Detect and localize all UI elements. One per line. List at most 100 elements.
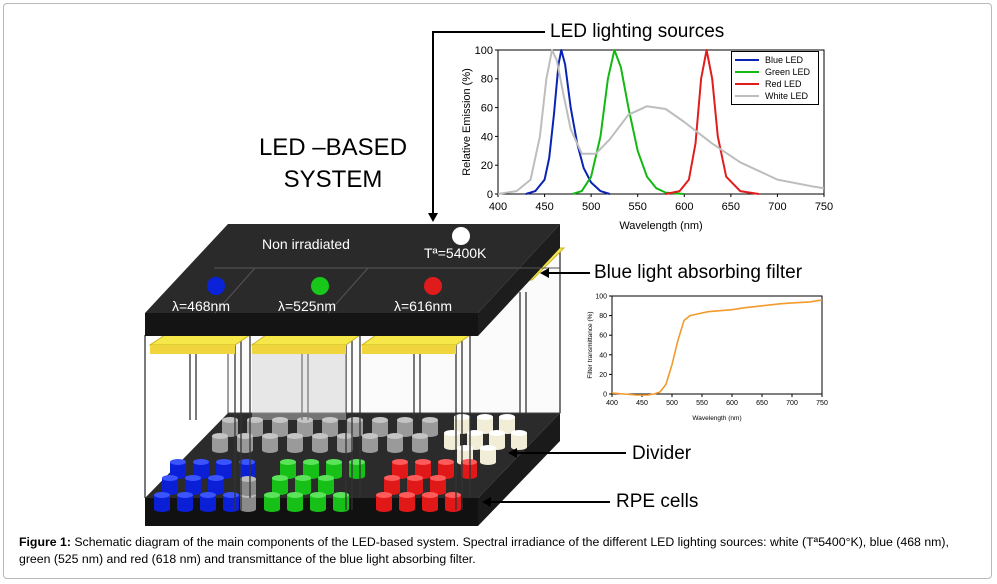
well-bottom: [200, 506, 216, 512]
well-top: [310, 492, 326, 498]
x-tick-label: 700: [786, 400, 798, 407]
led-sources-arrowhead: [428, 213, 438, 222]
well-body: [445, 495, 461, 509]
well-body: [477, 417, 493, 431]
well-bottom: [333, 506, 349, 512]
well-body: [480, 448, 496, 462]
x-tick-label: 750: [815, 201, 833, 213]
series-line: [525, 49, 611, 195]
x-tick-label: 550: [629, 201, 647, 213]
well-bottom: [287, 506, 303, 512]
well-body: [272, 478, 288, 492]
well-top: [387, 433, 403, 439]
y-tick-label: 40: [599, 352, 607, 359]
well-body: [200, 495, 216, 509]
well-body: [387, 436, 403, 450]
white-led-dot: [452, 227, 470, 245]
well-body: [362, 436, 378, 450]
well-bottom: [399, 506, 415, 512]
well-top: [200, 492, 216, 498]
red-led-dot: [424, 277, 442, 295]
well-body: [412, 436, 428, 450]
well-top: [438, 459, 454, 465]
well-body: [287, 436, 303, 450]
well-bottom: [362, 447, 378, 453]
well-bottom: [376, 506, 392, 512]
well-bottom: [461, 473, 477, 479]
well-body: [392, 462, 408, 476]
figure-caption: Figure 1: Schematic diagram of the main …: [19, 534, 979, 568]
divider-arrowhead: [508, 448, 517, 458]
legend-label: Red LED: [765, 79, 802, 89]
well-top: [422, 417, 438, 423]
x-tick-label: 600: [726, 400, 738, 407]
y-tick-label: 0: [487, 189, 493, 201]
legend-swatch: [735, 59, 759, 61]
well-top: [170, 459, 186, 465]
well-top: [467, 430, 483, 436]
well-body: [303, 462, 319, 476]
well-bottom: [212, 447, 228, 453]
well-top: [511, 430, 527, 436]
well-body: [384, 478, 400, 492]
well-bottom: [310, 506, 326, 512]
emission-legend: Blue LED Green LED Red LED White LED: [731, 51, 819, 105]
well-top: [262, 433, 278, 439]
well-top: [399, 492, 415, 498]
x-tick-label: 650: [722, 201, 740, 213]
well-body: [287, 495, 303, 509]
well-top: [295, 475, 311, 481]
well-body: [170, 462, 186, 476]
well-top: [287, 492, 303, 498]
well-top: [185, 475, 201, 481]
well-body: [415, 462, 431, 476]
well-bottom: [480, 459, 496, 465]
well-top: [239, 459, 255, 465]
well-bottom: [177, 506, 193, 512]
system-title-line2: SYSTEM: [283, 166, 383, 193]
well-bottom: [387, 447, 403, 453]
well-bottom: [240, 506, 256, 512]
x-tick-label: 400: [606, 400, 618, 407]
led-lid-side: [478, 224, 560, 336]
series-line: [665, 49, 759, 195]
y-tick-label: 80: [481, 74, 493, 86]
well-body: [347, 420, 363, 434]
x-tick-label: 450: [535, 201, 553, 213]
well-top: [287, 433, 303, 439]
well-top: [154, 492, 170, 498]
well-body: [322, 420, 338, 434]
y-tick-label: 60: [481, 102, 493, 114]
well-top: [222, 417, 238, 423]
white-temperature-label: Tª=5400K: [424, 245, 487, 261]
well-top: [430, 475, 446, 481]
well-top: [177, 492, 193, 498]
well-top: [397, 417, 413, 423]
y-axis-label: Relative Emission (%): [461, 68, 473, 176]
well-body: [247, 420, 263, 434]
well-body: [422, 495, 438, 509]
well-top: [264, 492, 280, 498]
led-sources-arrow: [432, 31, 545, 216]
well-top: [480, 445, 496, 451]
well-body: [264, 495, 280, 509]
caption-text: Schematic diagram of the main components…: [19, 535, 949, 566]
well-top: [240, 476, 256, 482]
well-body: [295, 478, 311, 492]
well-body: [216, 462, 232, 476]
well-body: [372, 420, 388, 434]
non-irradiated-label: Non irradiated: [262, 236, 350, 252]
well-body: [326, 462, 342, 476]
x-tick-label: 400: [489, 201, 507, 213]
well-bottom: [240, 490, 256, 496]
well-top: [272, 417, 288, 423]
rpe-callout: RPE cells: [616, 491, 699, 512]
culture-wells: [154, 414, 527, 512]
well-body: [499, 417, 515, 431]
well-body: [349, 462, 365, 476]
well-bottom: [349, 473, 365, 479]
well-body: [422, 420, 438, 434]
well-body: [397, 420, 413, 434]
well-top: [212, 433, 228, 439]
